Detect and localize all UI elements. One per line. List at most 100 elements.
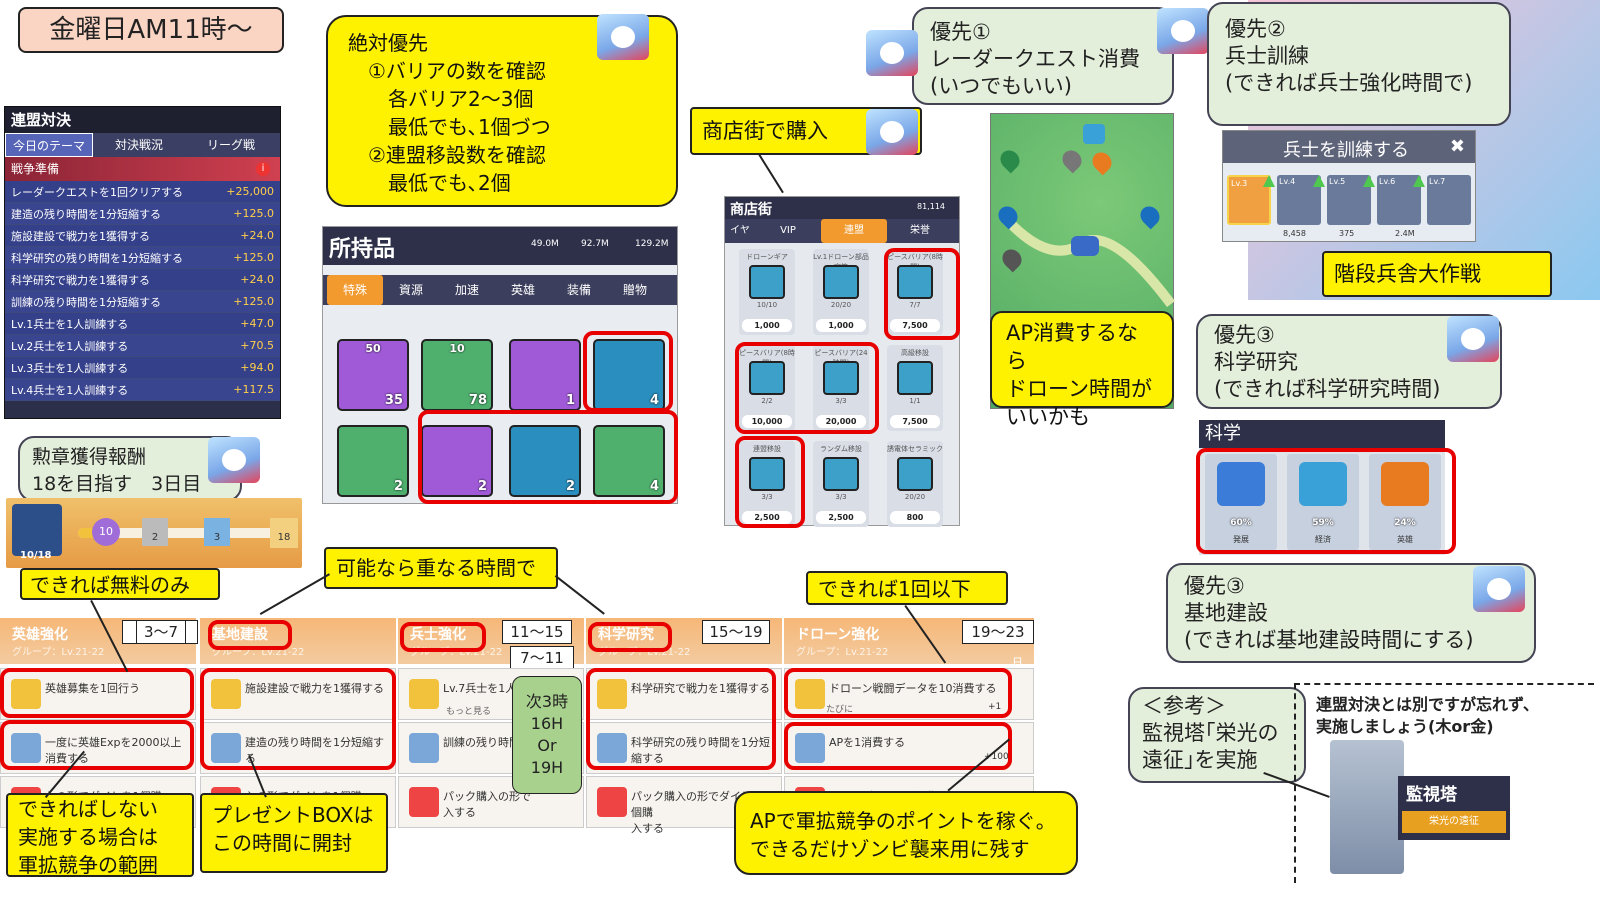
upgrade-arrow-icon (1313, 175, 1325, 187)
dont-do-callout: できればしない 実施する場合は 軍拡競争の範囲 (6, 793, 194, 877)
event-task-row[interactable]: 一度に英雄Expを2000以上消費する (0, 722, 196, 774)
shop-card[interactable]: ピースバリア(8時間)2/210,000 (739, 345, 795, 431)
shop-card-price[interactable]: 20,000 (816, 415, 866, 428)
shop-card-price[interactable]: 10,000 (742, 415, 792, 428)
shop-card-price[interactable]: 7,500 (890, 319, 940, 332)
task-label: 一度に英雄Expを2000以上消費する (45, 736, 182, 765)
shop-card-price[interactable]: 7,500 (890, 415, 940, 428)
task-icon (11, 733, 41, 763)
highlight-base-rows (200, 668, 396, 770)
alliance-row: 科学研究で戦力を1獲得する+24.0 (5, 269, 280, 291)
inventory-tab[interactable]: 資源 (398, 283, 423, 297)
event-title: 科学研究 (598, 627, 654, 643)
shop-card[interactable]: ピースバリア(8時間)7/77,500 (887, 249, 943, 335)
more-link[interactable]: もっと見る (446, 707, 492, 717)
alliance-row-label: Lv.3兵士を1人訓練する (11, 361, 129, 375)
soldier-level-label: Lv.3 (1231, 179, 1248, 188)
close-icon[interactable]: ✖ (1449, 136, 1465, 157)
inventory-tab[interactable]: 加速 (454, 283, 479, 297)
alliance-row-label: 施設建設で戦力を1獲得する (11, 229, 150, 243)
resource-gold: 129.2M (635, 239, 669, 249)
tab-duel-status[interactable]: 対決戦況 (114, 138, 163, 152)
shop-title: 商店街 (730, 202, 772, 218)
shop-card-count: 1/1 (909, 397, 921, 405)
science-name: 経済 (1315, 535, 1331, 544)
inventory-item[interactable]: 1 (509, 339, 581, 411)
science-item[interactable]: 60%発展 (1205, 454, 1277, 550)
shop-tabs: イヤ VIP 連盟 栄誉 (725, 219, 959, 243)
inventory-tab[interactable]: 英雄 (510, 283, 535, 297)
priority1-callout: 優先① レーダークエスト消費 (いつでもいい) (912, 7, 1174, 105)
event-task-row[interactable]: 建造の残り時間を1分短縮する (200, 722, 396, 774)
shop-card-price[interactable]: 1,000 (816, 319, 866, 332)
soldier-count: 375 (1339, 229, 1355, 238)
alliance-row: 建造の残り時間を1分短縮する+125.0 (5, 203, 280, 225)
alliance-tabs: 今日のテーマ 対決戦況 リーグ戦 (5, 133, 280, 157)
glory-expedition-button[interactable]: 栄光の遠征 (1402, 811, 1506, 833)
highlight-barrier-pair (735, 342, 879, 434)
highlight-relocation (735, 436, 805, 528)
alliance-row: Lv.3兵士を1人訓練する +94.0 (5, 357, 280, 379)
tab-league[interactable]: リーグ戦 (206, 138, 255, 152)
science-name: 英雄 (1397, 535, 1413, 544)
soldier-level-label: Lv.7 (1429, 177, 1446, 186)
event-task-row[interactable]: 科学研究で戦力を1獲得する (586, 668, 782, 720)
soldier-level-label: Lv.4 (1279, 177, 1296, 186)
inventory-item[interactable]: 2 (337, 425, 409, 497)
event-task-row[interactable]: 科学研究の残り時間を1分短縮する (586, 722, 782, 774)
inventory-tabs: 特殊 資源 加速 英雄 装備 贈物 (323, 275, 677, 305)
pointer-line (259, 573, 330, 615)
shop-tab[interactable]: 連盟 (821, 219, 887, 243)
event-task-row[interactable]: ドローン戦闘データを10消費する (784, 668, 1034, 720)
overlap-time-callout: 可能なら重なる時間で (324, 547, 558, 589)
science-name: 発展 (1233, 535, 1249, 544)
shop-card-price[interactable]: 2,500 (742, 511, 792, 524)
shop-card-price[interactable]: 2,500 (816, 511, 866, 524)
shop-tab[interactable]: VIP (780, 225, 796, 236)
event-task-row[interactable]: 施設建設で戦力を1獲得する (200, 668, 396, 720)
shop-tab[interactable]: 栄誉 (910, 225, 930, 236)
shop-card[interactable]: ピースバリア(24時間)3/320,000 (813, 345, 869, 431)
shop-card[interactable]: Lv.1ドローン部品宝箱20/201,000 (813, 249, 869, 335)
task-icon (11, 679, 41, 709)
inventory-item[interactable]: 2 (509, 425, 581, 497)
inventory-tab[interactable]: 特殊 (327, 275, 383, 305)
shop-tab[interactable]: イヤ (730, 225, 750, 236)
alliance-row-value: +94.0 (240, 361, 274, 374)
inventory-tab[interactable]: 装備 (566, 283, 591, 297)
inventory-item[interactable]: 2 (421, 425, 493, 497)
info-icon[interactable]: i (256, 162, 270, 176)
tab-today-theme[interactable]: 今日のテーマ (5, 133, 93, 157)
soldier-count: 2.4M (1395, 229, 1415, 238)
inventory-tab[interactable]: 贈物 (622, 283, 647, 297)
alliance-row-label: Lv.2兵士を1人訓練する (11, 339, 129, 353)
shop-card-price[interactable]: 800 (890, 511, 940, 524)
alliance-row: Lv.2兵士を1人訓練する+70.5 (5, 335, 280, 357)
alliance-row: Lv.1兵士を1人訓練する+47.0 (5, 313, 280, 335)
task-points: +100 (984, 752, 1009, 762)
medal-progress-bar: 10/18 10 2 3 18 (6, 498, 302, 568)
alliance-row-value: +25,000 (226, 185, 274, 198)
highlight-drone-data (784, 668, 1012, 718)
science-item[interactable]: 59%経済 (1287, 454, 1359, 550)
watchtower-image (1330, 740, 1404, 874)
train-title: 兵士を訓練する (1283, 140, 1409, 161)
soldier-level-card[interactable]: Lv.3 (1227, 175, 1271, 225)
task-points: +1 (988, 702, 1002, 712)
drone-icon (1071, 236, 1099, 256)
alliance-row-value: +125.0 (233, 295, 274, 308)
science-item[interactable]: 24%英雄 (1369, 454, 1441, 550)
upgrade-arrow-icon (1363, 175, 1375, 187)
shop-card-price[interactable]: 1,000 (742, 319, 792, 332)
event-task-row[interactable]: 英雄募集を1回行う (0, 668, 196, 720)
shop-item-icon (749, 457, 785, 491)
soldier-level-card[interactable]: Lv.7 (1427, 175, 1471, 225)
inventory-item[interactable]: 4 (593, 425, 665, 497)
